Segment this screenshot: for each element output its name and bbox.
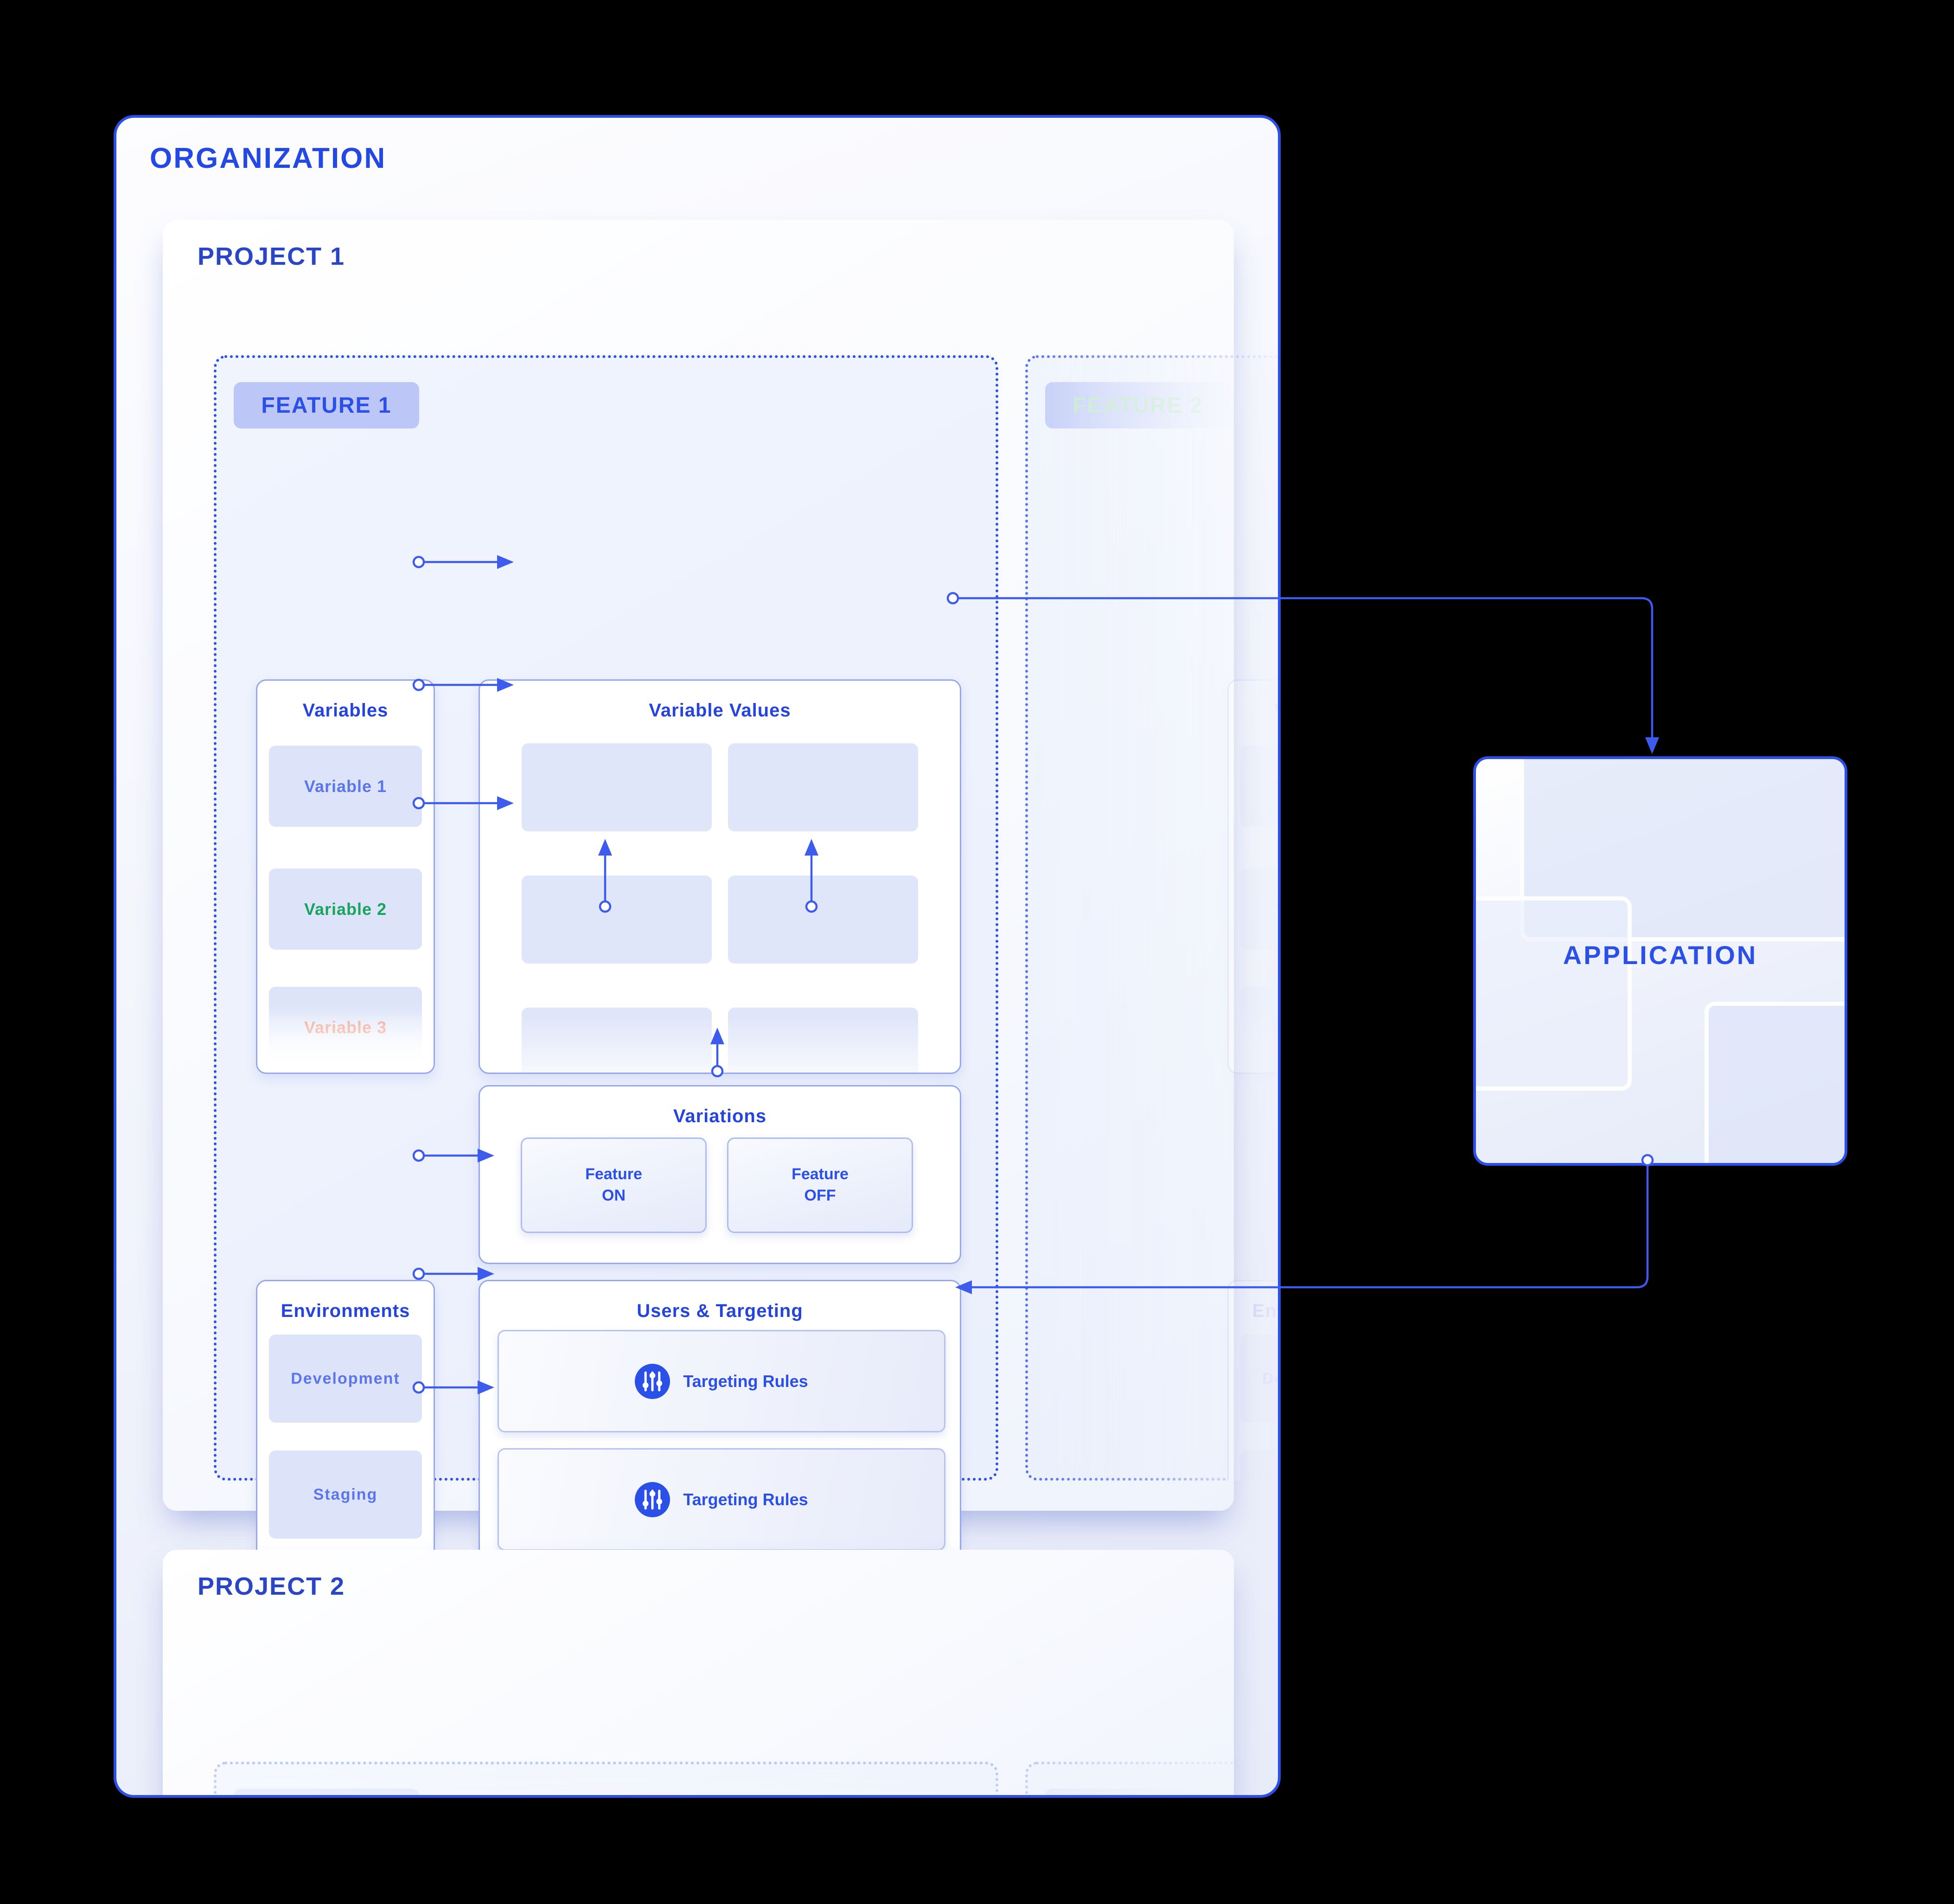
application-title: APPLICATION	[1563, 940, 1758, 970]
project-1-title: PROJECT 1	[198, 243, 345, 270]
variable-1-chip: Variable 1	[269, 746, 422, 827]
decorative-tile	[1704, 1001, 1845, 1163]
feature-on-button: Feature ON	[521, 1137, 707, 1233]
feature-1-container: FEATURE 1 Variables Variable 1 Variable …	[214, 355, 998, 1674]
value-cell	[728, 875, 918, 964]
project-2-feature-2-badge: FEATURE 2	[1045, 1789, 1231, 1795]
variables-title: Variables	[302, 700, 389, 721]
project-2-card: PROJECT 2 FEATURE 1 FEATURE 2	[163, 1550, 1278, 1795]
environments-title: Environments	[1252, 1301, 1278, 1321]
project-2-feature-2-container: FEATURE 2	[1025, 1762, 1278, 1795]
staging-chip: Staging	[1240, 1450, 1278, 1539]
users-targeting-title: Users & Targeting	[637, 1301, 803, 1321]
variations-title: Variations	[673, 1106, 767, 1126]
project-1-card: PROJECT 1 FEATURE 1 Variables Variable 1…	[163, 220, 1278, 1674]
project-2-feature-1-badge: FEATURE 1	[234, 1789, 419, 1795]
value-cell	[522, 743, 712, 831]
value-cell-faded	[522, 1008, 712, 1073]
feature-1-badge: FEATURE 1	[234, 382, 419, 428]
development-chip: Development	[269, 1335, 422, 1423]
targeting-rules-row-2: Targeting Rules	[498, 1448, 945, 1551]
value-cell	[728, 743, 918, 831]
variable-values-box: Variable Values	[479, 679, 961, 1074]
project-2-faded-content: FEATURE 1 FEATURE 2	[163, 1550, 1278, 1795]
feature-2-variables-box: Variables Variable 1 Variable 2 Variable…	[1227, 679, 1278, 1074]
targeting-rules-label: Targeting Rules	[683, 1371, 808, 1391]
variations-box: Variations Feature ON Feature OFF	[479, 1085, 961, 1264]
project-2-feature-1-container: FEATURE 1	[214, 1762, 998, 1795]
project-2-title: PROJECT 2	[198, 1572, 345, 1600]
environments-title: Environments	[281, 1301, 410, 1321]
sliders-icon	[635, 1482, 670, 1517]
application-box: APPLICATION	[1473, 756, 1847, 1166]
variable-1-chip: Variable 1	[1240, 746, 1278, 827]
feature-off-button: Feature OFF	[727, 1137, 913, 1233]
variable-2-chip: Variable 2	[1240, 869, 1278, 950]
sliders-icon	[635, 1363, 670, 1399]
decorative-tile	[1476, 896, 1632, 1091]
feature-on-label: Feature ON	[585, 1165, 642, 1204]
organization-container: ORGANIZATION PROJECT 1 FEATURE 1 Variabl…	[114, 115, 1281, 1798]
targeting-rules-row-1: Targeting Rules	[498, 1330, 945, 1432]
value-cell	[522, 875, 712, 964]
development-chip: Development	[1240, 1335, 1278, 1423]
variable-2-chip: Variable 2	[269, 869, 422, 950]
variables-title: Variables	[1229, 700, 1278, 721]
organization-title: ORGANIZATION	[150, 142, 387, 174]
feature-2-badge: FEATURE 2	[1045, 382, 1231, 428]
value-cell-faded	[728, 1008, 918, 1073]
feature-2-container: FEATURE 2 Variables Variable 1 Variable …	[1025, 355, 1278, 1668]
variable-3-chip: Variable 3	[1240, 987, 1278, 1068]
targeting-rules-label: Targeting Rules	[683, 1489, 808, 1509]
production-chip: Production	[1240, 1564, 1278, 1652]
variables-box: Variables Variable 1 Variable 2 Variable…	[256, 679, 435, 1074]
variable-3-chip: Variable 3	[269, 987, 422, 1068]
feature-2-environments-box: Environments Development Staging Product…	[1227, 1280, 1278, 1668]
feature-off-label: Feature OFF	[792, 1165, 849, 1204]
staging-chip: Staging	[269, 1450, 422, 1539]
variable-values-title: Variable Values	[649, 700, 791, 721]
